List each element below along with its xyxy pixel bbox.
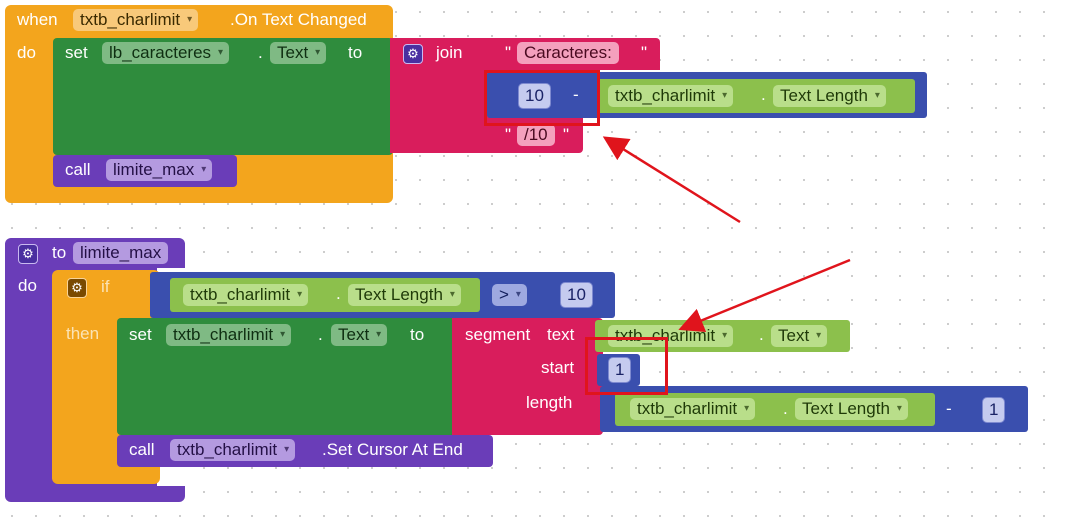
highlight-box-start: [585, 337, 668, 395]
do-label: do: [17, 43, 36, 62]
arrow-to-slash-10: [602, 136, 741, 224]
mutator-gear-icon[interactable]: ⚙: [67, 278, 87, 298]
segment-length-label: length: [526, 393, 573, 412]
to-label: to: [348, 43, 363, 62]
minus-operator: -: [946, 399, 952, 418]
number-10[interactable]: 10: [560, 282, 593, 308]
number-10[interactable]: 10: [518, 83, 551, 109]
dot-label: .: [759, 325, 764, 344]
getter-property-dropdown[interactable]: Text: [771, 325, 828, 347]
dot-label: .: [318, 325, 323, 344]
dot-label: .: [761, 85, 766, 104]
set-label: set: [65, 43, 88, 62]
procedure-dropdown[interactable]: limite_max: [106, 159, 213, 181]
segment-start-label: start: [541, 358, 575, 377]
dot-label: .: [258, 43, 263, 62]
set-label: set: [129, 325, 152, 344]
getter-property-dropdown[interactable]: Text Length: [795, 398, 908, 420]
getter-component-dropdown[interactable]: txtb_charlimit: [608, 85, 734, 107]
set-component-dropdown[interactable]: txtb_charlimit: [166, 324, 292, 346]
quote-close-icon: ": [563, 125, 570, 144]
do-label: do: [18, 276, 37, 295]
dot-label: .: [336, 284, 341, 303]
quote-open-icon: ": [505, 43, 512, 62]
segment-text-label: text: [547, 325, 575, 344]
compare-operator-dropdown[interactable]: >: [492, 284, 527, 306]
arrow-to-text-getter: [678, 258, 851, 333]
to-label: to: [52, 243, 67, 262]
call-component-dropdown[interactable]: txtb_charlimit: [170, 439, 296, 461]
join-label: join: [436, 43, 463, 62]
getter-component-dropdown[interactable]: txtb_charlimit: [630, 398, 756, 420]
when-label: when: [17, 10, 58, 29]
event-component-dropdown[interactable]: txtb_charlimit: [73, 9, 199, 31]
dot-label: .: [783, 399, 788, 418]
if-label: if: [101, 277, 110, 296]
segment-label: segment: [465, 325, 531, 344]
getter-property-dropdown[interactable]: Text Length: [773, 85, 886, 107]
mutator-gear-icon[interactable]: ⚙: [18, 244, 38, 264]
event-name-label: .On Text Changed: [230, 10, 367, 29]
mutator-gear-icon[interactable]: ⚙: [403, 44, 423, 64]
text-literal-slash-10[interactable]: /10: [517, 124, 555, 146]
segment-block[interactable]: [452, 318, 603, 435]
minus-operator: -: [573, 85, 579, 104]
call-label: call: [65, 160, 91, 179]
method-label: .Set Cursor At End: [322, 440, 463, 459]
procedure-name-field[interactable]: limite_max: [73, 242, 169, 264]
to-label: to: [410, 325, 425, 344]
set-component-dropdown[interactable]: lb_caracteres: [102, 42, 230, 64]
getter-component-dropdown[interactable]: txtb_charlimit: [183, 284, 309, 306]
set-property-dropdown[interactable]: Text: [270, 42, 327, 64]
highlight-box-subtract: [484, 70, 600, 126]
set-property-dropdown[interactable]: Text: [331, 324, 388, 346]
number-1[interactable]: 1: [608, 357, 632, 383]
then-label: then: [66, 324, 100, 343]
getter-property-dropdown[interactable]: Text Length: [348, 284, 461, 306]
call-label: call: [129, 440, 155, 459]
number-1[interactable]: 1: [982, 397, 1006, 423]
quote-close-icon: ": [641, 43, 648, 62]
text-literal-caracteres[interactable]: Caracteres:: [517, 42, 619, 64]
quote-open-icon: ": [505, 125, 512, 144]
